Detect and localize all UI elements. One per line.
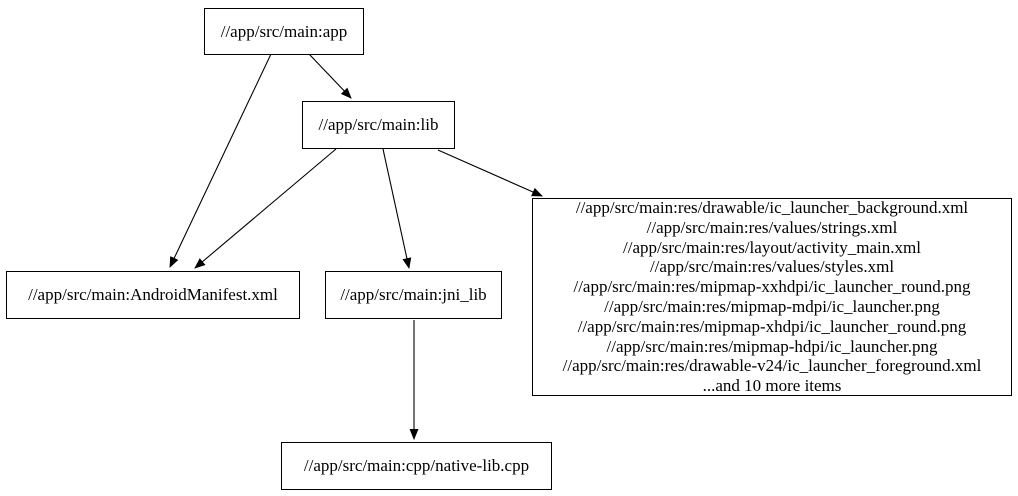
edge-lib-to-resources — [437, 149, 543, 197]
node-android-manifest: //app/src/main:AndroidManifest.xml — [6, 271, 300, 319]
node-app: //app/src/main:app — [204, 8, 364, 55]
edge-lib-to-jni-lib — [382, 148, 412, 269]
node-native-lib: //app/src/main:cpp/native-lib.cpp — [281, 442, 552, 490]
node-resources: //app/src/main:res/drawable/ic_launcher_… — [532, 198, 1012, 396]
node-lib: //app/src/main:lib — [302, 101, 455, 149]
edge-lib-to-android-manifest — [194, 148, 337, 269]
node-jni-lib: //app/src/main:jni_lib — [325, 271, 502, 319]
edge-app-to-android-manifest — [169, 53, 272, 268]
edge-app-to-lib — [308, 53, 352, 99]
